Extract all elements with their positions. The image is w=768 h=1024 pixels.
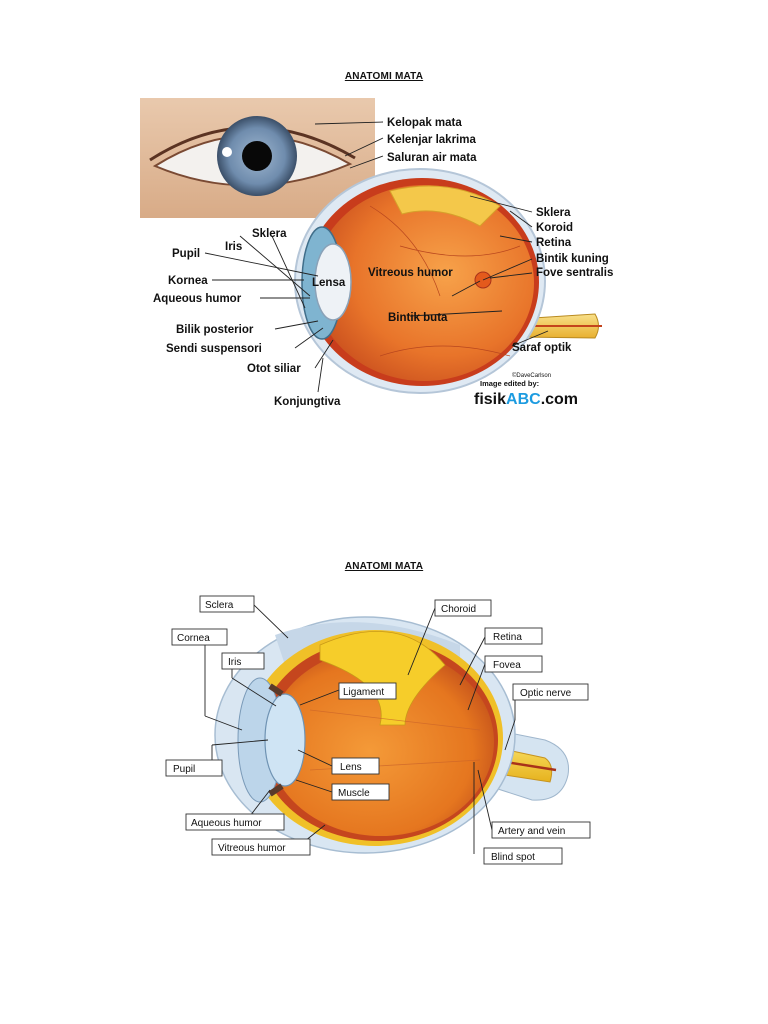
edited-by-text: Image edited by:: [480, 379, 539, 388]
label-koroid: Koroid: [536, 222, 573, 234]
label-saraf-optik: Saraf optik: [512, 342, 572, 354]
label-aqueous-humor: Aqueous humor: [153, 293, 242, 305]
label-box-sclera: [199, 595, 255, 613]
label-bintik-buta: Bintik buta: [388, 312, 448, 324]
label-iris: Iris: [225, 241, 242, 253]
eye-anatomy-diagram-english: Sclera Choroid Cornea Retina Iris Fovea …: [165, 595, 591, 865]
label-fove-sentralis: Fove sentralis: [536, 267, 613, 279]
label-lensa: Lensa: [312, 277, 346, 289]
label-box-cornea: [171, 628, 228, 646]
label-choroid: Choroid: [441, 604, 476, 615]
label-box-iris: [221, 652, 265, 670]
label-sendi-suspensori: Sendi suspensori: [166, 343, 262, 355]
label-box-fovea: [484, 655, 543, 673]
external-eye-photo: [140, 98, 375, 218]
label-box-retina: [484, 627, 543, 645]
eye-anatomy-diagram-indonesian: Kelopak mata Kelenjar lakrima Saluran ai…: [140, 98, 613, 408]
label-bilik-posterior: Bilik posterior: [176, 324, 254, 336]
credit-text: ©DaveCarlson: [512, 372, 551, 379]
page-title-top: ANATOMI MATA: [344, 71, 424, 82]
label-kelenjar-lakrima: Kelenjar lakrima: [387, 134, 476, 146]
label-fovea: Fovea: [493, 660, 521, 671]
label-blind-spot: Blind spot: [491, 852, 535, 863]
eyeball-cross-section: [294, 168, 602, 394]
label-ligament: Ligament: [343, 687, 384, 698]
label-konjungtiva: Konjungtiva: [274, 396, 341, 408]
label-otot-siliar: Otot siliar: [247, 363, 301, 375]
label-sklera-left: Sklera: [252, 228, 287, 240]
label-muscle: Muscle: [338, 788, 370, 799]
label-box-vitreous-humor: [211, 838, 311, 856]
label-kornea: Kornea: [168, 275, 208, 287]
label-cornea: Cornea: [177, 633, 210, 644]
label-optic-nerve: Optic nerve: [520, 688, 572, 699]
eyeball-cross-section-english: [214, 616, 570, 854]
label-box-ligament: [338, 682, 397, 700]
label-artery-and-vein: Artery and vein: [498, 826, 565, 837]
label-iris: Iris: [228, 657, 241, 668]
label-box-lens: [331, 757, 380, 775]
label-lens: Lens: [340, 762, 362, 773]
label-bintik-kuning: Bintik kuning: [536, 253, 609, 265]
label-box-choroid: [434, 599, 492, 617]
leader-lines-top: [204, 121, 549, 393]
label-retina: Retina: [536, 237, 572, 249]
page-title-bottom: ANATOMI MATA: [344, 561, 424, 572]
label-box-blind-spot: [483, 847, 563, 865]
leader-lines-bottom: [204, 603, 516, 854]
label-retina: Retina: [493, 632, 522, 643]
label-aqueous-humor: Aqueous humor: [191, 818, 262, 829]
label-sklera-right: Sklera: [536, 207, 571, 219]
label-vitreous-humor: Vitreous humor: [368, 267, 453, 279]
label-sclera: Sclera: [205, 600, 234, 611]
label-pupil: Pupil: [173, 764, 195, 775]
label-pupil: Pupil: [172, 248, 200, 260]
label-box-artery-and-vein: [491, 821, 591, 839]
label-kelopak-mata: Kelopak mata: [387, 117, 462, 129]
label-box-muscle: [331, 783, 390, 801]
label-box-optic-nerve: [512, 683, 589, 701]
label-saluran-air-mata: Saluran air mata: [387, 152, 477, 164]
label-box-pupil: [165, 759, 223, 777]
fisikabc-logo: fisikABC.com: [474, 391, 578, 408]
label-box-aqueous-humor: [185, 813, 285, 831]
label-vitreous-humor: Vitreous humor: [218, 843, 286, 854]
